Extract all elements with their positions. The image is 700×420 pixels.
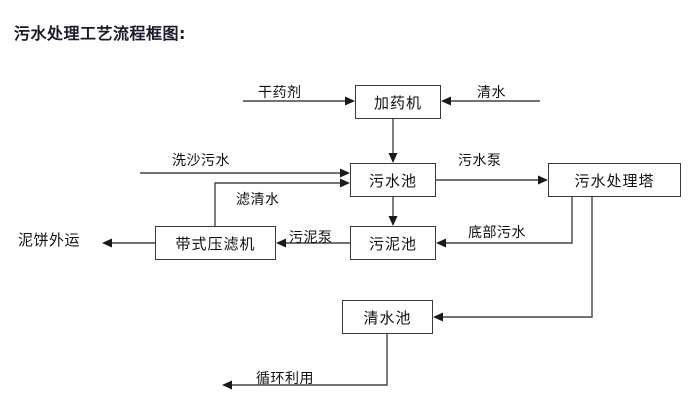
node-belt-filter-press[interactable]: 带式压滤机 [155, 226, 276, 260]
edge-label-clean-water: 清水 [477, 85, 506, 101]
node-clear-water-pool[interactable]: 清水池 [342, 300, 433, 334]
edge-dosing-to-sewage-pool [388, 119, 398, 163]
node-sewage-treatment-tower[interactable]: 污水处理塔 [548, 163, 681, 197]
edge-label-sludge-pump: 污泥泵 [289, 230, 333, 246]
edge-label-filtered-clear-water: 滤清水 [236, 192, 280, 208]
edge-sewage-pool-to-sludge-pool [388, 197, 398, 226]
edge-tower-to-clear-pool [433, 197, 593, 322]
edge-label-sewage-pump: 污水泵 [458, 153, 502, 169]
page-title: 污水处理工艺流程框图: [14, 24, 186, 43]
edge-clean-water [441, 96, 540, 106]
edge-bottom-sewage [436, 197, 573, 248]
terminal-label-mud-cake-out: 泥饼外运 [18, 231, 81, 249]
edge-label-dry-agent: 干药剂 [258, 85, 302, 101]
node-dosing-machine[interactable]: 加药机 [355, 85, 441, 119]
edge-label-recycle: 循环利用 [256, 371, 314, 387]
node-label: 带式压滤机 [175, 234, 256, 253]
edge-filtered-clear-water [214, 178, 350, 226]
node-sludge-pool[interactable]: 污泥池 [350, 226, 436, 260]
edge-label-bottom-sewage: 底部污水 [468, 225, 526, 241]
node-label: 污泥池 [368, 234, 417, 253]
node-label: 加药机 [373, 93, 422, 112]
node-label: 清水池 [363, 308, 412, 327]
edge-dry-agent [243, 96, 355, 106]
node-label: 污水池 [368, 171, 417, 190]
edge-label-sand-washing-sewage: 洗沙污水 [172, 153, 230, 169]
edge-mud-cake-out [102, 238, 155, 248]
node-sewage-pool[interactable]: 污水池 [350, 163, 436, 197]
edge-sand-washing-sewage [140, 168, 350, 178]
edge-sewage-pump [436, 175, 548, 185]
node-label: 污水处理塔 [574, 171, 655, 190]
edge-sludge-pump [276, 238, 350, 248]
edge-recycle [222, 334, 388, 390]
